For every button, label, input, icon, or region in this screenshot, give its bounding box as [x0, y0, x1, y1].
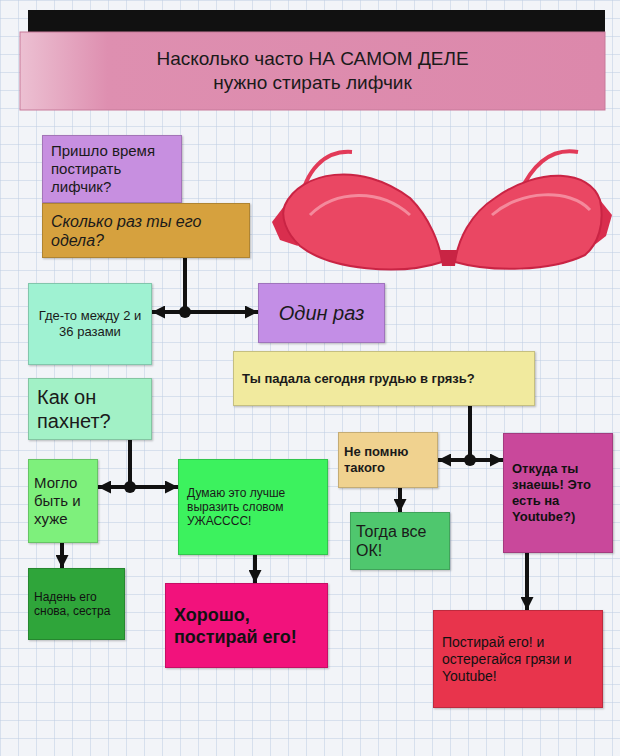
- flow-arrow: [253, 555, 257, 583]
- bra-cup: [455, 176, 602, 269]
- box-text: Постирай его! и остерегайся грязи и Yout…: [442, 634, 594, 685]
- flow-box: Надень его снова, сестра: [28, 568, 125, 640]
- flow-arrow: [438, 406, 470, 460]
- box-text: Ты падала сегодня грудью в грязь?: [242, 371, 526, 387]
- box-text: Откуда ты знаешь! Это есть на Youtube?): [512, 461, 604, 525]
- junction-dot: [124, 481, 136, 493]
- title-text: Насколько часто НА САМОМ ДЕЛЕ нужно стир…: [138, 47, 488, 95]
- bra-cup: [283, 174, 442, 269]
- flow-box: Один раз: [258, 283, 385, 343]
- flow-box: Тогда все ОК!: [350, 512, 450, 570]
- box-text: Как он пахнет?: [37, 385, 143, 433]
- flow-box: Сколько раз ты его одела?: [42, 203, 250, 258]
- flow-arrow: [398, 488, 402, 512]
- box-text: Не помню такого: [344, 444, 432, 476]
- flow-box: Ты падала сегодня грудью в грязь?: [233, 351, 535, 406]
- top-bar: [28, 10, 605, 32]
- junction-dot: [464, 454, 476, 466]
- flow-arrow: [98, 440, 130, 487]
- box-text: Могло быть и хуже: [34, 474, 92, 528]
- flow-box: Постирай его! и остерегайся грязи и Yout…: [433, 610, 603, 708]
- flow-arrow: [130, 440, 178, 487]
- bra-highlight: [310, 195, 410, 215]
- box-text: Пришло время постирать лифчик?: [51, 142, 173, 196]
- box-text: Думаю это лучше выразить словом УЖАСССС!: [187, 486, 319, 528]
- box-text: Где-то между 2 и 36 разами: [37, 308, 143, 340]
- flow-box: Где-то между 2 и 36 разами: [28, 283, 152, 365]
- flow-arrow: [185, 258, 258, 312]
- flow-box: Хорошо, постирай его!: [165, 583, 328, 668]
- flow-arrow: [60, 543, 64, 568]
- box-text: Тогда все ОК!: [356, 522, 444, 560]
- title-box: Насколько часто НА САМОМ ДЕЛЕ нужно стир…: [20, 32, 605, 110]
- title-band: [20, 32, 605, 110]
- box-text: Сколько раз ты его одела?: [51, 212, 241, 250]
- flow-box: Пришло время постирать лифчик?: [42, 135, 182, 203]
- junction-dot: [179, 306, 191, 318]
- flow-arrow: [152, 258, 185, 312]
- flow-arrow: [525, 553, 529, 610]
- flow-box: Откуда ты знаешь! Это есть на Youtube?): [503, 433, 613, 553]
- bra-illustration: [272, 151, 612, 269]
- flow-box: Не помню такого: [338, 432, 438, 488]
- box-text: Хорошо, постирай его!: [174, 604, 319, 648]
- bra-gore: [440, 250, 457, 266]
- box-text: Надень его снова, сестра: [34, 590, 119, 618]
- flow-box: Думаю это лучше выразить словом УЖАСССС!: [178, 459, 328, 555]
- flow-arrow: [470, 406, 503, 460]
- bra-highlight: [492, 195, 590, 215]
- flow-box: Как он пахнет?: [28, 378, 152, 440]
- flow-box: Могло быть и хуже: [28, 459, 98, 543]
- box-text: Один раз: [267, 301, 376, 325]
